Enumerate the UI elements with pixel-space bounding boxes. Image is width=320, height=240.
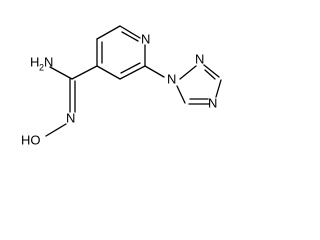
triazole-ring	[176, 64, 222, 105]
imine-n-label: N	[66, 110, 75, 125]
bond-c2-c3	[119, 65, 146, 80]
bond-c6-n1	[119, 25, 141, 39]
amine-n-label: N	[44, 54, 53, 69]
bond-n-o	[45, 123, 67, 137]
amine-h-label: H	[30, 54, 39, 69]
triazole-n4-label: N	[208, 95, 217, 110]
amine-subscript-label: 2	[39, 62, 44, 72]
chemical-structure: H 2 N N HO N N N N	[21, 25, 222, 147]
bond-c3-c4	[96, 65, 121, 80]
triazole-n2-label: N	[195, 51, 204, 66]
bond-tc3-tn4	[215, 79, 222, 98]
bond-camidine-nh2	[49, 66, 73, 80]
bond-c2-triazole-n1	[144, 65, 165, 78]
bond-tn1-tn2	[179, 65, 197, 80]
bond-c4-camidine	[71, 65, 98, 80]
bond-tc5-tn1	[176, 85, 186, 104]
bond-c6-n1-inner	[121, 31, 139, 42]
bond-c5-c6	[96, 25, 121, 40]
pyridine-ring	[96, 25, 146, 80]
triazole-n1-label: N	[167, 71, 176, 86]
bond-tn2-tc3-inner	[204, 69, 216, 80]
bond-tn2-tc3	[203, 64, 220, 78]
amidoxime-group	[45, 65, 98, 137]
bond-c2-c3-inner	[120, 62, 141, 74]
pyridine-n-label: N	[141, 31, 150, 46]
hydroxyl-label: HO	[21, 132, 41, 147]
